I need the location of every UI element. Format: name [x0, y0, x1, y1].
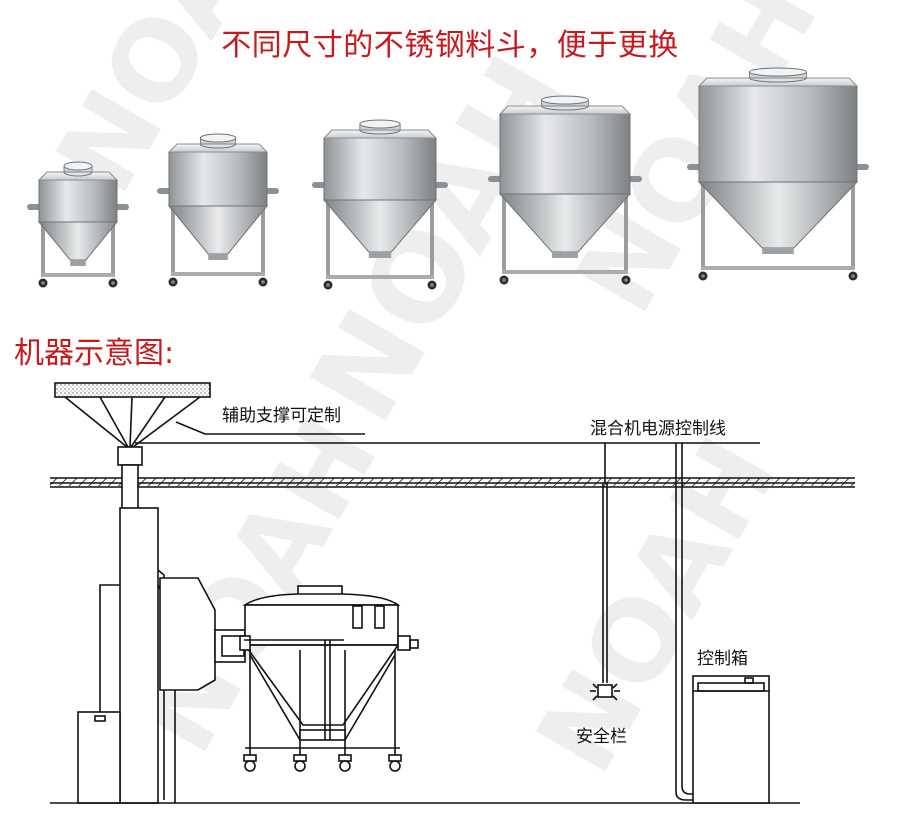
page-title: 不同尺寸的不锈钢料斗，便于更换: [221, 28, 679, 63]
column-flange: [117, 446, 143, 466]
support-strut: [64, 396, 128, 448]
hopper-wheels: [243, 754, 402, 772]
support-strut: [130, 396, 166, 448]
schematic-hopper: [239, 585, 419, 772]
ceiling-slab: [54, 382, 211, 398]
support-strut: [99, 396, 129, 448]
support-strut: [129, 396, 133, 448]
support-label: 辅助支撑可定制: [222, 406, 341, 426]
control-box: [692, 675, 770, 804]
power-line-label: 混合机电源控制线: [590, 419, 726, 439]
mixer-column: [119, 507, 159, 804]
control-box-label: 控制箱: [697, 649, 748, 669]
support-strut: [132, 396, 201, 448]
ceiling-hatch: [50, 478, 855, 486]
hopper-row: [27, 67, 869, 290]
hopper-xl: [687, 67, 869, 281]
drive-housing: [159, 577, 216, 691]
hopper-s: [157, 133, 279, 287]
hopper-l: [488, 95, 642, 285]
guardrail-sensor: [590, 683, 620, 701]
column-upper: [121, 464, 139, 511]
control-cabinet-small: [77, 711, 121, 804]
support-leader: [175, 421, 365, 435]
schematic: [50, 382, 855, 804]
section-title: 机器示意图:: [14, 336, 175, 371]
hopper-xs: [27, 161, 129, 288]
hopper-m: [312, 119, 448, 290]
guardrail-label: 安全栏: [576, 727, 627, 747]
